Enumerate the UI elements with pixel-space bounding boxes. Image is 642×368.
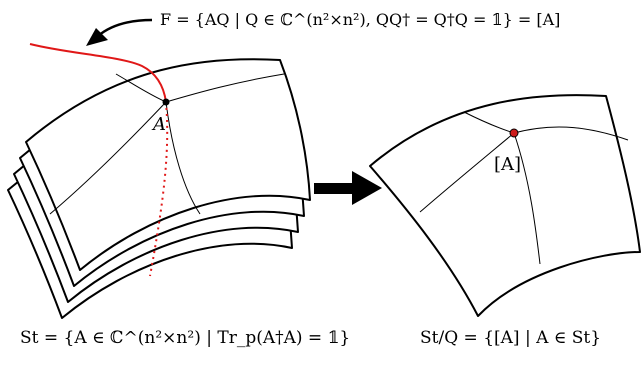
point-a-marker bbox=[162, 98, 170, 106]
curved-arrow-head bbox=[86, 28, 108, 46]
quotient-line-3 bbox=[513, 132, 541, 265]
quotient-formula: St/Q = {[A] | A ∈ St} bbox=[420, 328, 602, 348]
front-sheet-line-3 bbox=[165, 101, 201, 215]
stiefel-manifold bbox=[7, 58, 311, 319]
front-sheet-line-1 bbox=[115, 73, 167, 103]
quotient-line-4 bbox=[419, 132, 515, 213]
arrow-right-icon bbox=[314, 171, 382, 205]
curved-arrow-icon bbox=[97, 18, 153, 37]
point-a-label: A bbox=[151, 114, 166, 135]
fiber-curve bbox=[29, 43, 167, 103]
front-sheet-line-4 bbox=[49, 101, 167, 215]
quotient-manifold bbox=[369, 94, 641, 317]
stiefel-formula: St = {A ∈ ℂ^(n²×n²) | Tr_p(A†A) = 𝟙} bbox=[20, 328, 351, 348]
quotient-sheet bbox=[369, 94, 641, 317]
fiber-formula: F = {AQ | Q ∈ ℂ^(n²×n²), QQ† = Q†Q = 𝟙} … bbox=[160, 10, 561, 29]
front-sheet-line-2 bbox=[165, 73, 285, 103]
stacked-sheet-1 bbox=[25, 58, 311, 271]
quotient-line-2 bbox=[513, 126, 629, 141]
point-class-label: [A] bbox=[494, 154, 521, 175]
point-class-marker bbox=[509, 128, 519, 138]
